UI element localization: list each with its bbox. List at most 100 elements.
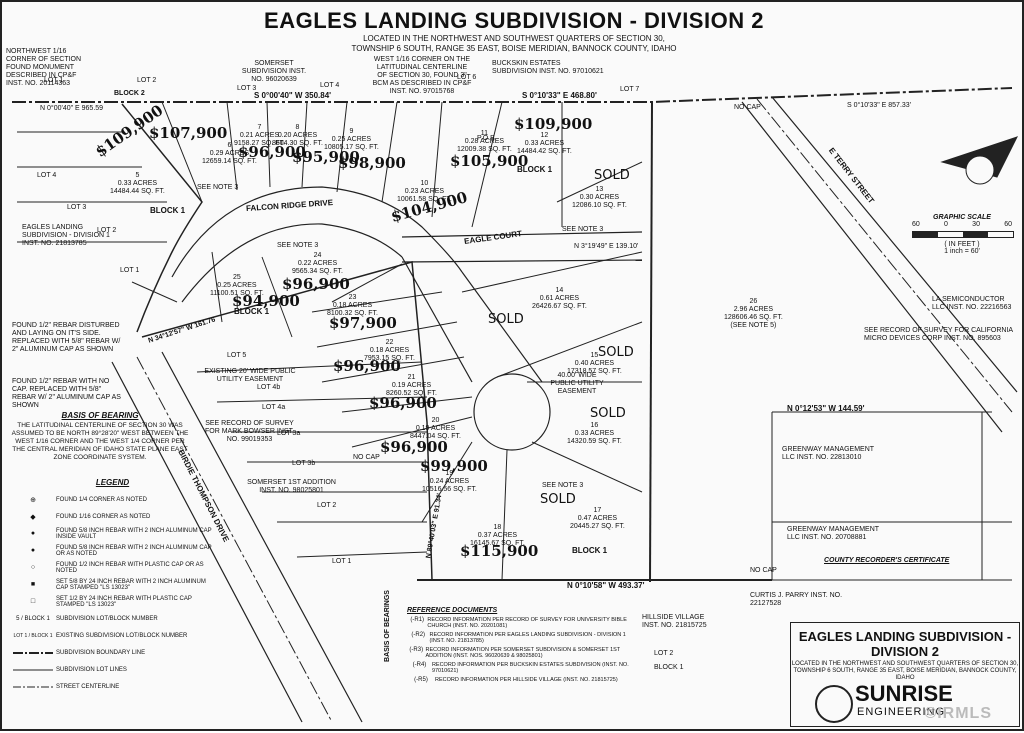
bearing-label: S 0°00'40" W 350.84': [254, 91, 332, 100]
page-title: EAGLES LANDING SUBDIVISION - DIVISION 2: [264, 8, 764, 33]
company-name: SUNRISE: [855, 681, 953, 706]
block-label: BLOCK 2: [114, 90, 145, 97]
adjacent-subdivision: BUCKSKIN ESTATES SUBDIVISION INST. NO. 9…: [492, 60, 604, 75]
no-cap-label: NO CAP: [353, 454, 380, 461]
lot-price: $95,900: [292, 148, 360, 166]
sold-mark: SOLD: [598, 345, 634, 360]
block-label: BLOCK 1: [572, 546, 608, 555]
existing-lot-label: LOT 4: [37, 172, 57, 179]
note-label: SEE NOTE 3: [542, 482, 584, 489]
existing-lot-label: LOT 1: [44, 77, 64, 84]
rebar-note: FOUND 1/2" REBAR WITH NO CAP. REPLACED W…: [12, 378, 121, 409]
title-block-location: LOCATED IN THE NORTHWEST AND SOUTHWEST Q…: [791, 661, 1019, 681]
legend-item: ○FOUND 1/2 INCH REBAR WITH PLASTIC CAP O…: [30, 561, 204, 574]
legend-item: ●FOUND 5/8 INCH REBAR WITH 2 INCH ALUMIN…: [30, 544, 212, 557]
note-label: SEE NOTE 3: [562, 226, 604, 233]
corner-note: WEST 1/16 CORNER ON THE LATITUDINAL CENT…: [372, 56, 472, 95]
bearing-label: N 0°00'40" E 965.59: [40, 105, 104, 112]
existing-lot-label: LOT 4: [320, 82, 340, 89]
legend-item: ■SET 5/8 BY 24 INCH REBAR WITH 2 INCH AL…: [30, 578, 206, 591]
adjacent-subdivision: HILLSIDE VILLAGE INST. NO. 21815725: [642, 614, 707, 629]
existing-lot-label: LOT 3: [67, 204, 87, 211]
note-label: SEE NOTE 3: [277, 242, 319, 249]
sold-mark: SOLD: [594, 168, 630, 183]
adjacent-owner: GREENWAY MANAGEMENT LLC INST. NO. 228130…: [782, 446, 874, 461]
legend-item: □SET 1/2 BY 24 INCH REBAR WITH PLASTIC C…: [30, 595, 192, 608]
no-cap-label: NO CAP: [734, 104, 761, 111]
existing-lot-label: LOT 6: [457, 74, 477, 81]
existing-lot-label: LOT 4a: [262, 404, 286, 411]
existing-lot-label: LOT 1: [120, 267, 140, 274]
lot-price: $105,900: [450, 152, 529, 170]
title-block-name: EAGLES LANDING SUBDIVISION - DIVISION 2: [798, 629, 1012, 659]
existing-lot-label: LOT 2: [137, 77, 157, 84]
sold-mark: SOLD: [540, 492, 576, 507]
title-block: EAGLES LANDING SUBDIVISION - DIVISION 2 …: [790, 622, 1020, 727]
bearing-label: N 0°12'53" W 144.59': [787, 404, 865, 413]
bearing-label: S 0°10'33" E 857.33': [847, 102, 912, 109]
lot-price: $96,900: [282, 275, 350, 293]
company-subname: ENGINEERING: [857, 706, 946, 718]
adjacent-subdivision: SOMERSET SUBDIVISION INST. NO. 96020639: [241, 60, 307, 83]
lot-price: $96,900: [333, 357, 401, 375]
existing-lot-label: LOT 3a: [277, 430, 301, 437]
existing-lot-label: LOT 2: [654, 650, 674, 657]
sold-mark: SOLD: [488, 312, 524, 327]
note-label: SEE NOTE 3: [197, 184, 239, 191]
existing-lot-label: LOT 3: [237, 85, 257, 92]
existing-lot-label: LOT 3b: [292, 460, 316, 467]
block-label: BLOCK 1: [234, 307, 270, 316]
lot-price: $96,900: [380, 438, 448, 456]
bearing-label: S 0°10'33" E 468.80': [522, 91, 597, 100]
pob-label: P.O.B.: [477, 135, 497, 142]
lot-price: $107,900: [149, 124, 228, 142]
page-subtitle: LOCATED IN THE NORTHWEST AND SOUTHWEST Q…: [351, 34, 677, 53]
adjacent-owner: GREENWAY MANAGEMENT LLC INST. NO. 207088…: [787, 526, 879, 541]
adjacent-owner: LA SEMICONDUCTOR LLC INST. NO. 22216563: [932, 296, 1012, 311]
reference-item: (-R5)RECORD INFORMATION PER HILLSIDE VIL…: [414, 677, 618, 683]
legend: LEGEND ⊕FOUND 1/4 CORNER AS NOTED ◆FOUND…: [10, 478, 215, 695]
corner-note: NORTHWEST 1/16 CORNER OF SECTION FOUND M…: [6, 48, 82, 87]
lot-price: $115,900: [460, 542, 539, 560]
bearing-label: N 3°19'49" E 139.10': [574, 243, 639, 250]
legend-item: ◆FOUND 1/16 CORNER AS NOTED: [30, 513, 151, 521]
easement-note: EXISTING 20' WIDE PUBLIC UTILITY EASEMEN…: [204, 368, 296, 383]
watermark: ©IRMLS: [924, 705, 992, 722]
reference-documents: REFERENCE DOCUMENTS (-R1)RECORD INFORMAT…: [407, 607, 632, 692]
existing-lot-label: LOT 2: [97, 227, 117, 234]
record-survey-note: SEE RECORD OF SURVEY FOR CALIFORNIA MICR…: [864, 327, 1013, 342]
existing-lot-label: LOT 4b: [257, 384, 281, 391]
existing-lot-label: LOT 1: [332, 558, 352, 565]
lot-price: $96,900: [238, 143, 306, 161]
lot-price: $97,900: [329, 314, 397, 332]
reference-item: (-R4)RECORD INFORMATION PER BUCKSKIN EST…: [412, 662, 629, 674]
block-label: BLOCK 1: [517, 165, 553, 174]
basis-of-bearings-label: BASIS OF BEARINGS: [383, 590, 391, 662]
reference-item: (-R2)RECORD INFORMATION PER EAGLES LANDI…: [411, 632, 626, 644]
lot-price: $109,900: [514, 115, 593, 133]
legend-item: ●FOUND 5/8 INCH REBAR WITH 2 INCH ALUMIN…: [30, 527, 212, 540]
